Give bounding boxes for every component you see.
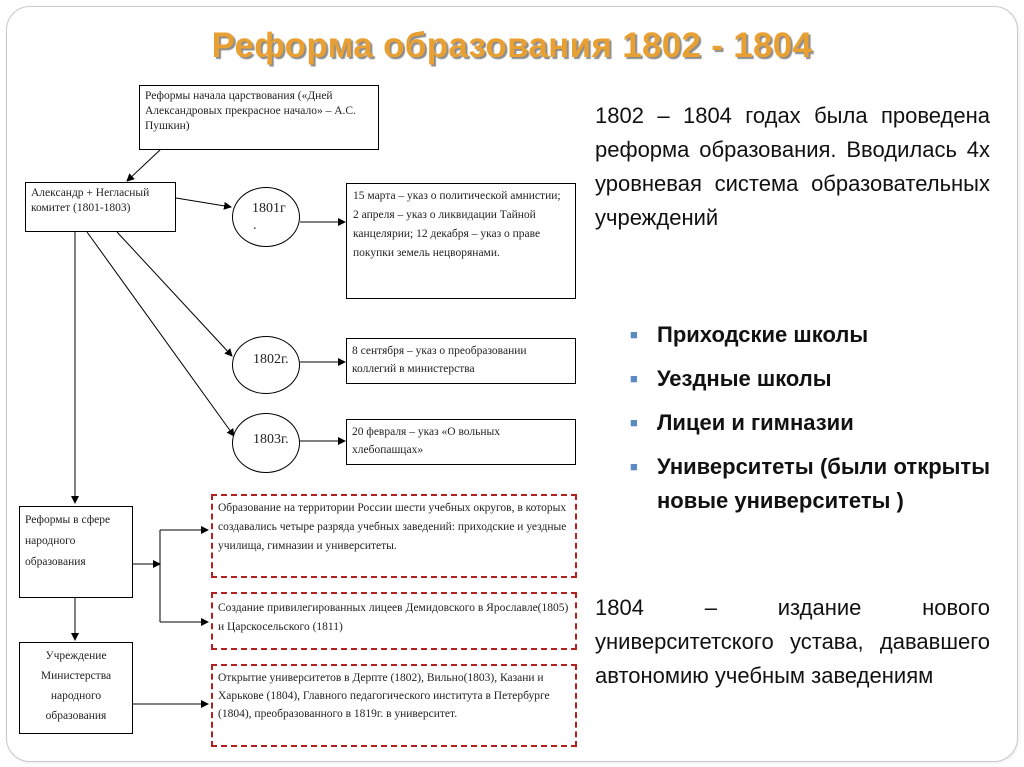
arrow-to-1803 xyxy=(86,231,235,437)
intro-paragraph: 1802 – 1804 годах была проведена реформа… xyxy=(595,103,990,230)
slide-title: Реформа образования 1802 - 1804 xyxy=(211,26,813,65)
oval-1801-label: 1801г xyxy=(252,201,286,216)
arrow-to-1802 xyxy=(116,231,233,357)
oval-1801: 1801г . xyxy=(232,187,300,247)
dashed-box-lyceums: Создание привилегированных лицеев Демидо… xyxy=(211,592,577,650)
ministry-box: Учреждение Министерства народного образо… xyxy=(19,642,133,734)
closing-paragraph: 1804 – издание нового университетского у… xyxy=(595,595,990,688)
square-bullet-icon: ■ xyxy=(630,371,638,386)
institution-levels-list: ■ Приходские школы ■ Уездные школы ■ Лиц… xyxy=(630,318,990,528)
committee-box: Александр + Негласный комитет (1801-1803… xyxy=(25,182,176,232)
list-item: ■ Университеты (были открыты новые униве… xyxy=(630,450,990,518)
oval-1802-label: 1802г. xyxy=(253,352,289,367)
oval-1803-label: 1803г. xyxy=(253,432,289,447)
square-bullet-icon: ■ xyxy=(630,415,638,430)
list-item-label: Университеты (были открыты новые универс… xyxy=(657,454,990,513)
list-item-label: Лицеи и гимназии xyxy=(657,410,854,435)
list-item-label: Уездные школы xyxy=(657,366,832,391)
list-item-label: Приходские школы xyxy=(657,322,869,347)
education-reforms-box: Реформы в сфере народного образования xyxy=(19,506,133,598)
list-item: ■ Лицеи и гимназии xyxy=(630,406,990,440)
decree-1803-box: 20 февраля – указ «О вольных хлебопашцах… xyxy=(346,419,576,465)
list-item: ■ Приходские школы xyxy=(630,318,990,352)
square-bullet-icon: ■ xyxy=(630,327,638,342)
decree-1802-box: 8 сентября – указ о преобразовании колле… xyxy=(346,338,576,384)
oval-1802: 1802г. xyxy=(232,336,300,394)
oval-1801-dot: . xyxy=(253,218,257,233)
dashed-box-universities: Открытие университетов в Дерпте (1802), … xyxy=(211,664,577,747)
oval-1803: 1803г. xyxy=(232,413,300,473)
list-item: ■ Уездные школы xyxy=(630,362,990,396)
reign-reforms-box: Реформы начала царствования («Дней Алекс… xyxy=(139,85,379,150)
arrow-to-1801 xyxy=(175,197,232,210)
square-bullet-icon: ■ xyxy=(630,459,638,474)
arrow-top-to-committee xyxy=(126,149,161,182)
decrees-1801-box: 15 марта – указ о политической амнистии;… xyxy=(346,183,576,299)
dashed-box-districts: Образование на территории России шести у… xyxy=(211,494,577,578)
